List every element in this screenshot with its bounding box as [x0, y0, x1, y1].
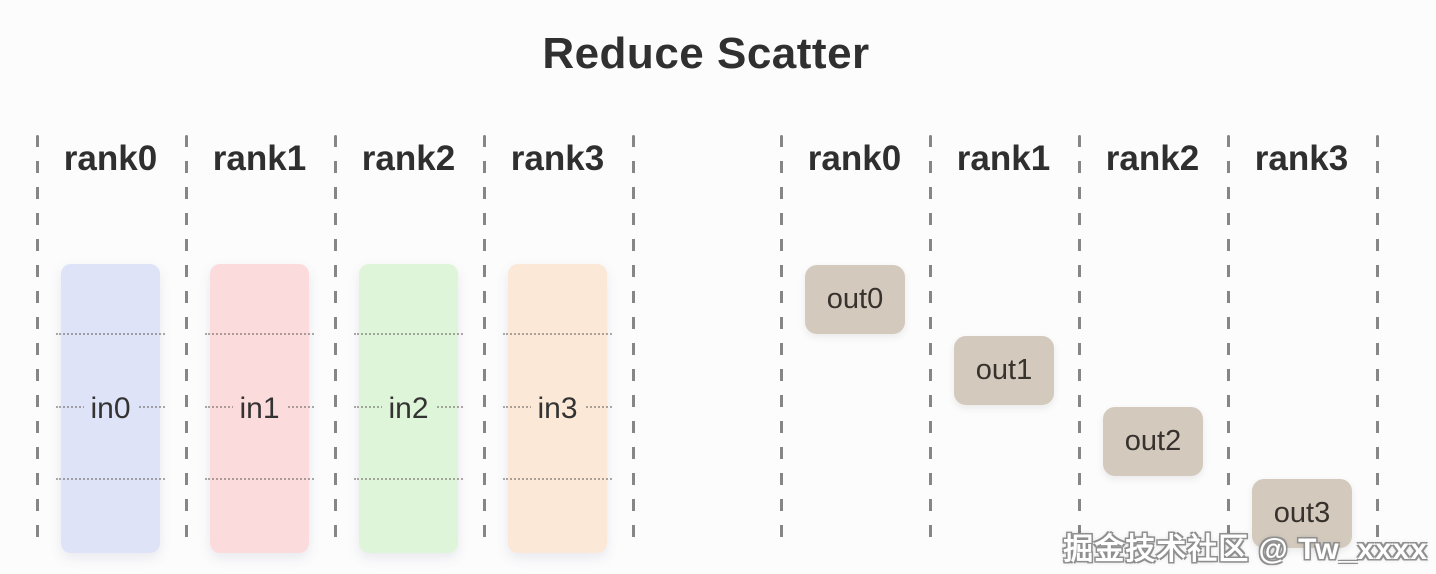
segment-divider — [354, 478, 463, 480]
watermark: 掘金技术社区 @ Tw_xxxx — [1063, 533, 1428, 566]
input-block-label: in3 — [530, 390, 585, 427]
input-block-in1: in1 — [205, 264, 314, 553]
input-block-in2: in2 — [354, 264, 463, 553]
segment-divider — [503, 478, 612, 480]
output-block-out0: out0 — [805, 265, 905, 334]
dashed-separator — [1376, 135, 1379, 547]
rank-label-right-3: rank3 — [1254, 139, 1349, 178]
rank-label-left-0: rank0 — [63, 139, 158, 178]
output-block-label: out2 — [1124, 425, 1182, 457]
dashed-separator — [36, 135, 39, 547]
input-block-in3: in3 — [503, 264, 612, 553]
output-block-label: out0 — [826, 283, 884, 315]
output-block-label: out1 — [975, 354, 1033, 386]
dashed-separator — [483, 135, 486, 547]
input-block-label: in0 — [83, 390, 138, 427]
rank-label-right-2: rank2 — [1105, 139, 1200, 178]
dashed-separator — [780, 135, 783, 547]
rank-label-left-3: rank3 — [510, 139, 605, 178]
dashed-separator — [1227, 135, 1230, 547]
rank-label-left-1: rank1 — [212, 139, 307, 178]
dashed-separator — [185, 135, 188, 547]
segment-divider — [205, 478, 314, 480]
segment-divider — [503, 333, 612, 335]
input-block-label: in1 — [232, 390, 287, 427]
output-block-out3: out3 — [1252, 479, 1352, 548]
rank-label-right-1: rank1 — [956, 139, 1051, 178]
dashed-separator — [929, 135, 932, 547]
dashed-separator — [1078, 135, 1081, 547]
segment-divider — [56, 478, 165, 480]
segment-divider — [354, 333, 463, 335]
segment-divider — [205, 333, 314, 335]
segment-divider — [56, 333, 165, 335]
diagram-title: Reduce Scatter — [542, 29, 870, 78]
dashed-separator — [632, 135, 635, 547]
output-block-out1: out1 — [954, 336, 1054, 405]
dashed-separator — [334, 135, 337, 547]
rank-label-left-2: rank2 — [361, 139, 456, 178]
output-block-label: out3 — [1273, 497, 1331, 529]
output-block-out2: out2 — [1103, 407, 1203, 476]
input-block-in0: in0 — [56, 264, 165, 553]
input-block-label: in2 — [381, 390, 436, 427]
rank-label-right-0: rank0 — [807, 139, 902, 178]
